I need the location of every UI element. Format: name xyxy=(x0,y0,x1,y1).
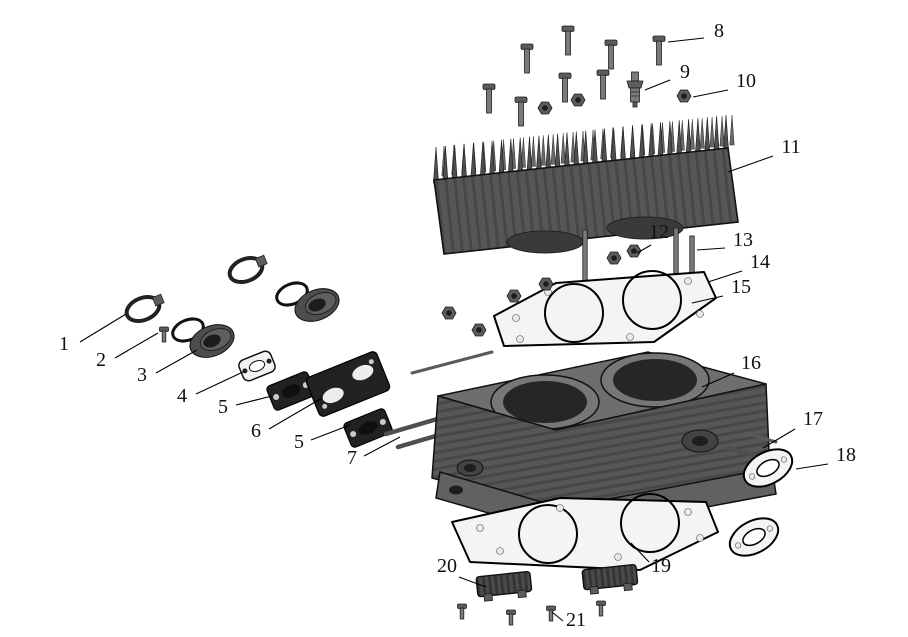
callout-leader-1 xyxy=(79,313,127,343)
small-nut xyxy=(471,323,487,337)
hex-nut xyxy=(676,89,692,103)
callout-leader-10 xyxy=(692,89,729,98)
hex-nut xyxy=(537,101,553,115)
callout-leader-21 xyxy=(551,611,564,622)
intake-clamp xyxy=(227,254,268,285)
callout-label-3: 3 xyxy=(137,364,147,386)
callout-label-16: 16 xyxy=(741,352,761,374)
callout-label-11: 11 xyxy=(781,136,800,158)
stud-nut xyxy=(626,244,642,258)
callout-leader-12 xyxy=(636,244,652,254)
head-bolt xyxy=(596,69,610,100)
head-gasket xyxy=(493,270,717,347)
callout-leader-4 xyxy=(195,371,244,395)
callout-label-6: 6 xyxy=(251,420,261,442)
cylinder-head xyxy=(433,114,739,255)
intake-stub xyxy=(189,324,235,358)
cylinder-bore xyxy=(490,374,600,430)
finned-cover xyxy=(475,570,533,602)
callout-leader-5 xyxy=(310,424,351,441)
callout-leader-2 xyxy=(114,332,159,359)
dowel-stud xyxy=(410,350,494,375)
stud-nut xyxy=(606,251,622,265)
callout-label-17: 17 xyxy=(803,408,823,430)
callout-label-10: 10 xyxy=(736,70,756,92)
head-bolt xyxy=(482,83,496,114)
callout-leader-9 xyxy=(644,79,671,91)
head-bolt xyxy=(652,35,666,66)
callout-label-14: 14 xyxy=(750,251,770,273)
head-bolt xyxy=(520,43,534,74)
port-gasket xyxy=(742,448,794,488)
callout-label-13: 13 xyxy=(733,229,753,251)
callout-leader-15 xyxy=(691,295,724,304)
callout-label-2: 2 xyxy=(96,349,106,371)
callout-label-20: 20 xyxy=(437,555,457,577)
callout-label-12: 12 xyxy=(649,221,669,243)
small-nut xyxy=(506,289,522,303)
finned-cover xyxy=(581,563,639,595)
callout-label-19: 19 xyxy=(651,555,671,577)
cover-bolt xyxy=(596,600,606,617)
callout-leader-5 xyxy=(235,395,273,406)
head-bolt xyxy=(604,39,618,70)
head-bolt xyxy=(561,25,575,56)
intake-stub xyxy=(294,288,340,322)
base-gasket xyxy=(451,493,719,571)
callout-leader-6 xyxy=(268,397,323,430)
intake-clamp xyxy=(124,293,165,324)
head-bolt xyxy=(558,72,572,103)
callout-leader-19 xyxy=(630,542,650,563)
callout-label-18: 18 xyxy=(836,444,856,466)
callout-leader-8 xyxy=(667,37,705,43)
block-stud xyxy=(743,431,778,444)
flange-gasket xyxy=(238,350,276,382)
seal-ring xyxy=(275,281,309,307)
port-gasket xyxy=(728,517,780,557)
callout-leader-17 xyxy=(762,428,796,449)
insulator-gasket xyxy=(343,408,393,448)
manifold-gasket xyxy=(305,351,391,417)
callout-leader-16 xyxy=(701,372,735,388)
callout-label-7: 7 xyxy=(347,447,357,469)
head-chamber xyxy=(606,216,684,240)
callout-label-8: 8 xyxy=(714,20,724,42)
callout-leader-20 xyxy=(458,576,487,588)
callout-label-4: 4 xyxy=(177,385,187,407)
hex-nut xyxy=(570,93,586,107)
head-chamber xyxy=(506,230,584,254)
callout-label-5: 5 xyxy=(218,396,228,418)
clamp-bolt xyxy=(159,326,169,343)
cylinder-stud xyxy=(582,229,588,283)
callout-leader-18 xyxy=(795,463,829,470)
flange-hole xyxy=(449,485,463,495)
cylinder-bore xyxy=(600,352,710,408)
callout-label-9: 9 xyxy=(680,61,690,83)
callout-label-1: 1 xyxy=(59,333,69,355)
cylinder-stud xyxy=(673,227,679,281)
callout-label-5: 5 xyxy=(294,431,304,453)
callout-leader-7 xyxy=(363,436,401,457)
callout-label-21: 21 xyxy=(566,609,586,631)
small-nut xyxy=(441,306,457,320)
block-port-hole xyxy=(464,464,476,472)
callout-leader-3 xyxy=(155,349,198,374)
callout-leader-13 xyxy=(696,247,726,251)
block-port-hole xyxy=(692,436,708,446)
callout-label-15: 15 xyxy=(731,276,751,298)
cover-bolt xyxy=(457,603,467,620)
small-nut xyxy=(538,277,554,291)
spark-plug xyxy=(626,71,644,108)
callout-leader-14 xyxy=(707,270,743,283)
callout-leader-11 xyxy=(727,155,774,173)
cover-bolt xyxy=(506,609,516,626)
head-bolt xyxy=(514,96,528,127)
